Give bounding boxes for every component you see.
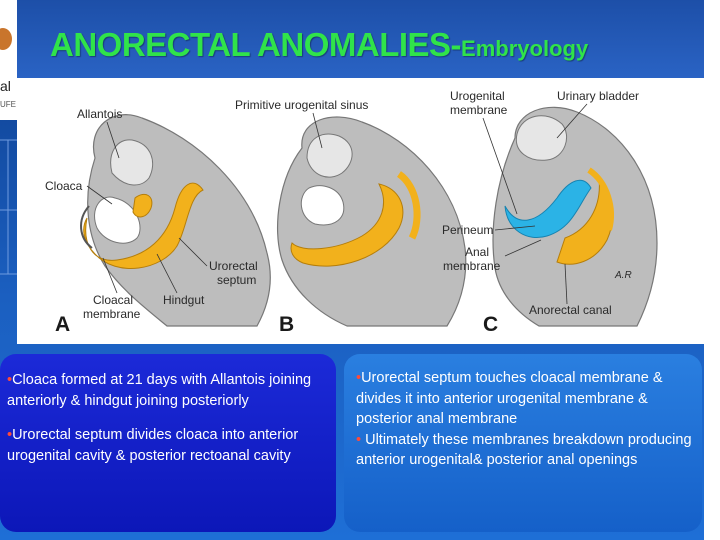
panel-letter-b: B	[279, 313, 294, 336]
leader-anal-membrane	[504, 239, 542, 257]
leader-anorectal-canal	[564, 263, 568, 305]
label-anal-membrane: membrane	[443, 259, 501, 273]
artist-signature: A.R	[614, 270, 632, 281]
leader-urogenital-membrane	[482, 117, 518, 215]
side-text: al	[0, 78, 11, 94]
panel-letter-a: A	[55, 313, 70, 336]
bullet-dot-icon: •	[356, 431, 362, 448]
left-bullet-2-text: Urorectal septum divides cloaca into ant…	[7, 427, 299, 464]
left-bullet-1-text: Cloaca formed at 21 days with Allantois …	[7, 372, 312, 409]
label-septum: septum	[217, 273, 256, 287]
right-bullet-2-text: Ultimately these membranes breakdown pro…	[356, 431, 692, 469]
panel-letter-c: C	[483, 313, 498, 336]
bullet-dot-icon: •	[7, 427, 13, 443]
leader-urorectal-septum	[178, 237, 208, 267]
label-urogenital-membrane: membrane	[450, 103, 508, 117]
left-side-strip: al UFE	[0, 0, 17, 120]
right-text-box: •Urorectal septum touches cloacal membra…	[344, 354, 702, 532]
label-allantois: Allantois	[77, 107, 122, 121]
title-sub: Embryology	[461, 36, 589, 61]
right-bullet-1: •Urorectal septum touches cloacal membra…	[356, 368, 694, 430]
slide-title: ANORECTAL ANOMALIES-Embryology	[50, 26, 588, 64]
title-bar	[17, 0, 704, 78]
panel-b-drawing	[277, 116, 467, 327]
left-bullet-2: •Urorectal septum divides cloaca into an…	[7, 425, 328, 466]
right-bullet-2: • Ultimately these membranes breakdown p…	[356, 430, 694, 471]
label-anal: Anal	[465, 245, 489, 259]
panel-a-drawing	[80, 114, 271, 327]
label-perineum: Perineum	[442, 223, 493, 237]
bullet-dot-icon: •	[7, 372, 13, 388]
label-primitive-urogenital-sinus: Primitive urogenital sinus	[235, 98, 368, 112]
bullet-dot-icon: •	[356, 370, 362, 386]
side-subtext: UFE	[0, 100, 16, 109]
leader-cloaca	[86, 185, 113, 205]
label-urorectal: Urorectal	[209, 259, 258, 273]
label-urinary-bladder: Urinary bladder	[557, 89, 639, 103]
label-anorectal-canal: Anorectal canal	[529, 303, 612, 317]
label-hindgut: Hindgut	[163, 293, 205, 307]
side-decoration-lines	[0, 139, 17, 275]
embryology-diagram: Allantois Cloaca Cloacal membrane Hindgu…	[45, 89, 658, 336]
leader-hindgut	[156, 253, 178, 294]
leader-cloacal-membrane	[102, 257, 118, 294]
left-text-box: •Cloaca formed at 21 days with Allantois…	[0, 354, 336, 532]
label-cloacal: Cloacal	[93, 293, 133, 307]
logo-icon	[0, 28, 12, 50]
label-cloacal-membrane: membrane	[83, 307, 141, 321]
title-main: ANORECTAL ANOMALIES-	[50, 26, 462, 63]
embryology-figure: Allantois Cloaca Cloacal membrane Hindgu…	[17, 78, 704, 344]
left-bullet-1: •Cloaca formed at 21 days with Allantois…	[7, 370, 328, 411]
panel-c-drawing	[492, 106, 658, 327]
label-urogenital: Urogenital	[450, 89, 505, 103]
leader-allantois	[106, 121, 120, 159]
leader-urogenital-sinus	[312, 112, 323, 149]
label-cloaca: Cloaca	[45, 179, 83, 193]
right-bullet-1-text: Urorectal septum touches cloacal membran…	[356, 370, 663, 427]
leader-urinary-bladder	[556, 103, 588, 139]
leader-perineum	[494, 225, 536, 231]
